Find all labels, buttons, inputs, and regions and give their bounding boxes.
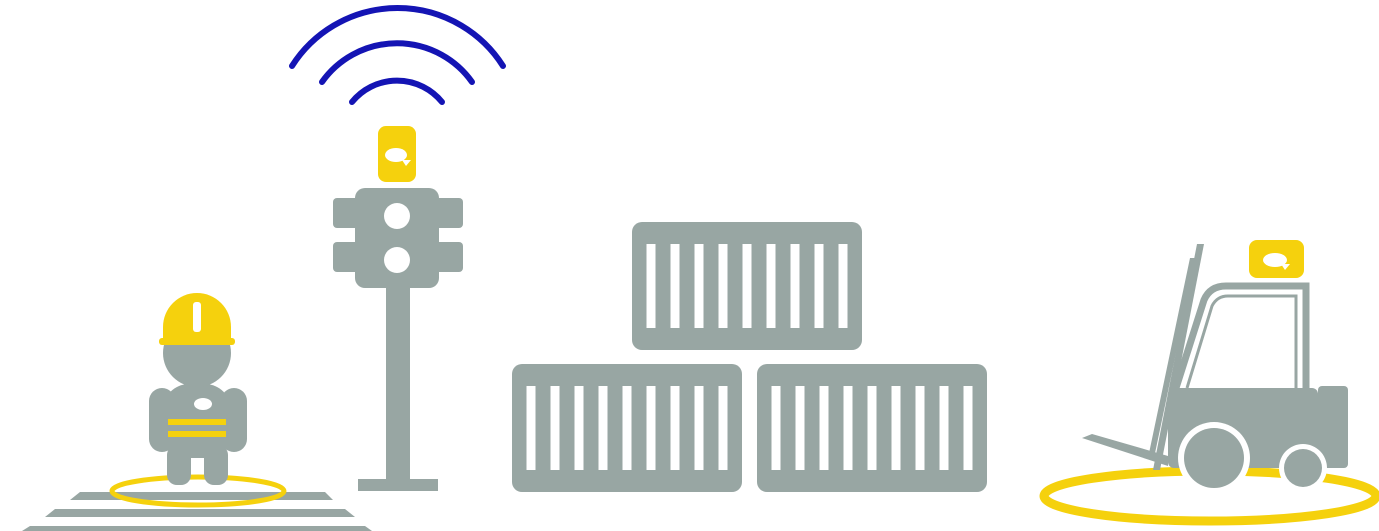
forklift-tag-icon xyxy=(1249,240,1304,278)
container-slot xyxy=(795,386,805,470)
container-slot xyxy=(694,386,704,470)
container-slot xyxy=(574,386,584,470)
container-slot xyxy=(838,244,848,328)
traffic-light-lamp-top xyxy=(384,203,410,229)
container-slot xyxy=(646,386,656,470)
container-slot xyxy=(718,386,728,470)
container-slot xyxy=(670,386,680,470)
forklift-icon xyxy=(1082,244,1348,494)
wifi-signal-icon xyxy=(289,5,506,105)
shipping-container-icon xyxy=(512,222,987,492)
container-slot xyxy=(598,386,608,470)
container-slot xyxy=(819,386,829,470)
container-bottom-right xyxy=(757,364,987,492)
worker-zone-ring xyxy=(109,474,287,508)
crosswalk-icon xyxy=(22,492,372,531)
container-slot xyxy=(550,386,560,470)
container-slot xyxy=(694,244,704,328)
worker-icon xyxy=(149,293,247,485)
container-slot xyxy=(646,244,656,328)
container-slot xyxy=(790,244,800,328)
container-slot xyxy=(915,386,925,470)
container-slot xyxy=(963,386,973,470)
hard-hat-icon xyxy=(159,293,235,345)
container-slot xyxy=(742,244,752,328)
container-slot xyxy=(814,244,824,328)
container-slot xyxy=(718,244,728,328)
container-bottom-left xyxy=(512,364,742,492)
container-slot xyxy=(766,244,776,328)
traffic-light-lamp-bottom xyxy=(384,247,410,273)
container-slot xyxy=(891,386,901,470)
container-slot xyxy=(622,386,632,470)
container-slot xyxy=(843,386,853,470)
traffic-light-icon xyxy=(333,188,463,491)
container-slot xyxy=(939,386,949,470)
location-tag-icon xyxy=(378,126,416,182)
container-top xyxy=(632,222,862,350)
container-slot xyxy=(867,386,877,470)
container-slot xyxy=(670,244,680,328)
worker-tag-icon xyxy=(194,398,212,410)
container-slot xyxy=(771,386,781,470)
container-slot xyxy=(526,386,536,470)
